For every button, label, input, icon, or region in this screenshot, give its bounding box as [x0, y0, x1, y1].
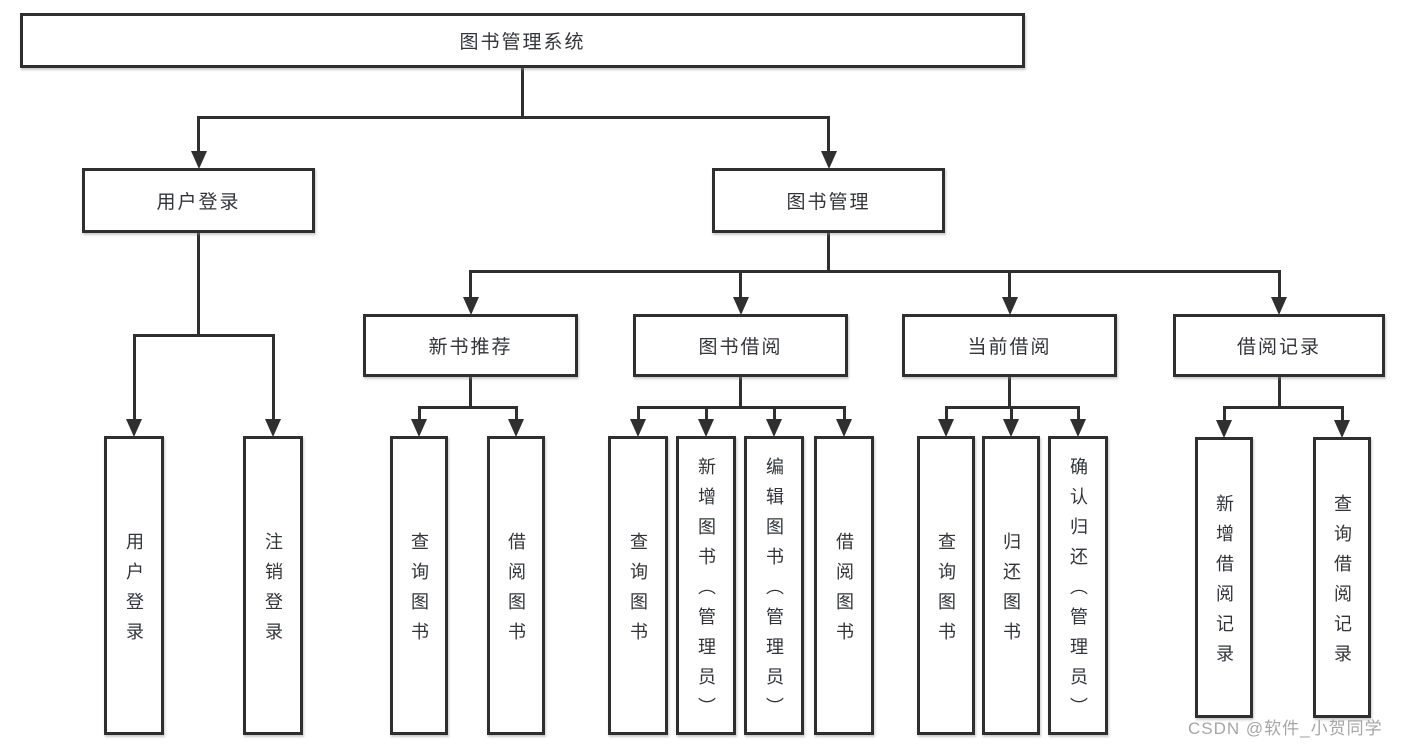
node-label: 查询图书: [628, 531, 648, 652]
connector-line: [197, 115, 830, 119]
node-user-login: 用户登录: [82, 168, 315, 233]
node-v-query-books-2: 查询图书: [608, 436, 668, 735]
connector-line: [772, 407, 776, 420]
node-v-borrow-books-1: 借阅图书: [487, 436, 545, 735]
connector-line: [469, 271, 472, 298]
node-label: 借阅图书: [834, 531, 854, 652]
connector-line: [521, 68, 524, 117]
connector-line: [1340, 407, 1344, 421]
connector-line: [469, 269, 1281, 273]
connector-line: [197, 233, 200, 335]
arrow-down-icon: [1334, 420, 1350, 438]
arrow-down-icon: [938, 419, 954, 437]
arrow-down-icon: [630, 419, 646, 437]
arrow-down-icon: [836, 419, 852, 437]
node-label: 新增图书（管理员）: [696, 456, 716, 727]
node-v-edit-books: 编辑图书（管理员）: [744, 436, 804, 735]
arrow-down-icon: [1070, 419, 1086, 437]
node-v-return-books: 归还图书: [982, 436, 1040, 735]
arrow-down-icon: [411, 419, 427, 437]
node-v-add-books: 新增图书（管理员）: [676, 436, 736, 735]
connector-line: [417, 405, 518, 409]
arrow-down-icon: [732, 297, 749, 315]
connector-line: [469, 377, 472, 407]
node-label: 图书管理系统: [459, 32, 586, 53]
node-v-add-record: 新增借阅记录: [1195, 437, 1253, 718]
arrow-down-icon: [698, 419, 714, 437]
arrow-down-icon: [1003, 419, 1019, 437]
arrow-down-icon: [508, 419, 524, 437]
node-new-books: 新书推荐: [363, 314, 578, 377]
node-v-confirm-return: 确认归还（管理员）: [1048, 436, 1108, 735]
connector-line: [417, 407, 421, 420]
connector-line: [1009, 407, 1013, 420]
connector-line: [132, 333, 275, 337]
arrow-down-icon: [265, 419, 281, 437]
connector-line: [514, 407, 518, 420]
arrow-down-icon: [766, 419, 782, 437]
arrow-down-icon: [462, 297, 479, 315]
node-v-query-books-1: 查询图书: [390, 436, 448, 735]
node-book-mgmt: 图书管理: [712, 168, 945, 233]
node-label: 新书推荐: [428, 337, 513, 358]
node-label: 查询借阅记录: [1332, 493, 1352, 674]
arrow-down-icon: [1216, 420, 1232, 438]
connector-line: [636, 405, 846, 409]
connector-line: [842, 407, 846, 420]
connector-line: [704, 407, 708, 420]
node-label: 用户登录: [156, 192, 241, 213]
connector-line: [1277, 377, 1281, 407]
connector-line: [827, 233, 830, 271]
node-label: 查询图书: [409, 531, 429, 652]
arrow-down-icon: [820, 151, 837, 169]
connector-line: [739, 271, 742, 298]
arrow-down-icon: [1271, 297, 1287, 315]
node-label: 用户登录: [124, 531, 144, 652]
node-label: 新增借阅记录: [1214, 493, 1234, 674]
node-current-borrow: 当前借阅: [902, 314, 1117, 377]
node-label: 借阅图书: [506, 531, 526, 652]
node-root: 图书管理系统: [20, 13, 1025, 68]
node-label: 图书借阅: [698, 337, 783, 358]
connector-line: [271, 335, 275, 420]
node-label: 查询图书: [936, 531, 956, 652]
connector-line: [1008, 377, 1011, 407]
connector-line: [1277, 271, 1281, 298]
arrow-down-icon: [1001, 297, 1018, 315]
node-v-logout: 注销登录: [243, 436, 303, 735]
node-label: 借阅记录: [1236, 337, 1321, 358]
connector-line: [132, 335, 136, 420]
node-v-user-login: 用户登录: [104, 436, 164, 735]
node-label: 编辑图书（管理员）: [764, 456, 784, 727]
node-borrow-records: 借阅记录: [1173, 314, 1385, 377]
connector-line: [739, 377, 742, 407]
connector-line: [197, 117, 200, 152]
node-v-borrow-books-2: 借阅图书: [814, 436, 874, 735]
connector-line: [1222, 405, 1344, 409]
node-v-query-books-3: 查询图书: [917, 436, 975, 735]
node-label: 当前借阅: [967, 337, 1052, 358]
connector-line: [1008, 271, 1011, 298]
arrow-down-icon: [126, 419, 142, 437]
node-label: 归还图书: [1001, 531, 1021, 652]
connector-line: [1222, 407, 1226, 421]
connector-line: [1076, 407, 1080, 420]
node-label: 注销登录: [263, 531, 283, 652]
connector-line: [944, 407, 948, 420]
node-label: 确认归还（管理员）: [1068, 456, 1088, 727]
csdn-watermark: CSDN @软件_小贺同学: [1188, 719, 1383, 738]
node-book-borrow: 图书借阅: [633, 314, 848, 377]
connector-line: [827, 117, 830, 152]
node-label: 图书管理: [786, 192, 871, 213]
arrow-down-icon: [190, 151, 207, 169]
node-v-query-record: 查询借阅记录: [1313, 437, 1371, 718]
connector-line: [636, 407, 640, 420]
